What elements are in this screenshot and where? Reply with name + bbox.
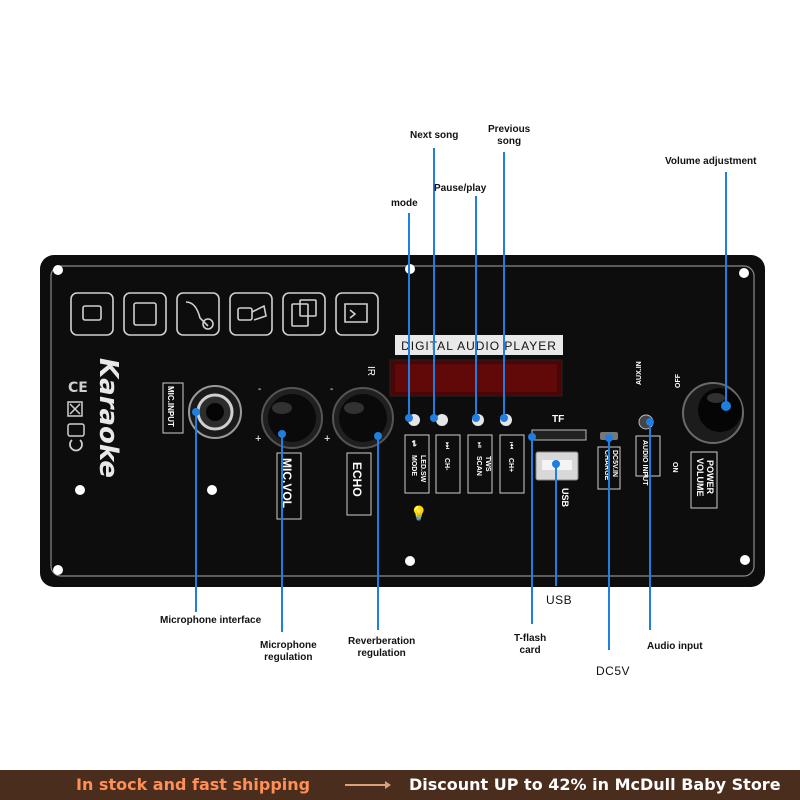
knob-minus-mark: - — [330, 384, 333, 395]
mount-hole — [53, 565, 63, 575]
certification-marks: CE — [67, 380, 88, 452]
t-flash-card-callout-line1: T-flash — [514, 633, 547, 644]
battery-icon — [70, 292, 114, 336]
volume-power-knob[interactable] — [682, 382, 744, 444]
usb-callout: USB — [546, 593, 573, 607]
audio-input-panel-label: AUDIO INPUT — [641, 440, 648, 486]
pause-play-callout: Pause/play — [434, 183, 487, 194]
lightbulb-icon: 💡 — [410, 505, 427, 522]
t-flash-card-callout: T-flash card — [514, 633, 546, 657]
dc5v-callout: DC5V — [596, 664, 631, 678]
reverberation-regulation-callout-line1: Reverberation — [348, 636, 416, 647]
on-label: ON — [671, 462, 678, 473]
t-flash-card-callout-line2: card — [519, 645, 541, 656]
echo-label: ECHO — [350, 462, 364, 497]
charge-label: CHARGE — [603, 450, 610, 481]
microphone-regulation-callout-line1: Microphone — [260, 640, 317, 651]
next-icon: ⏮ — [507, 442, 516, 449]
mic-vol-knob[interactable] — [261, 387, 323, 449]
mic-vol-label: MIC.VOL — [280, 458, 294, 508]
volume-power-box — [690, 451, 718, 509]
power-label: POWER — [705, 460, 715, 495]
knob-minus-mark: - — [258, 384, 261, 395]
off-label: OFF — [675, 373, 682, 388]
ch-minus-button[interactable] — [436, 414, 448, 426]
callout-pointers — [192, 148, 731, 650]
tws-label: TWS — [484, 456, 491, 472]
audio-board-panel — [40, 255, 765, 587]
tws-icon — [335, 292, 379, 336]
display-title: DIGITAL AUDIO PLAYER — [401, 339, 557, 353]
mount-hole — [53, 265, 63, 275]
display-title-plate — [395, 335, 563, 355]
reverberation-regulation-callout: Reverberation regulation — [348, 636, 415, 660]
knob-plus-mark: + — [324, 433, 330, 445]
karaoke-logo: Karaoke — [93, 358, 123, 478]
volume-label: VOLUME — [695, 458, 705, 497]
mic-input-box — [162, 382, 184, 434]
microphone-regulation-callout: Microphone regulation — [260, 640, 317, 664]
promo-banner: In stock and fast shipping Discount UP t… — [0, 770, 800, 800]
mount-hole — [405, 556, 415, 566]
mode-button-icon: ⇌ — [410, 440, 419, 447]
feature-icons-row — [70, 292, 379, 336]
play-pause-icon: ⏯ — [475, 442, 484, 448]
ch-plus-label: CH+ — [507, 458, 514, 472]
mic-vol-box — [276, 452, 302, 520]
mount-hole — [207, 485, 217, 495]
mic-input-label: MIC.INPUT — [166, 386, 175, 427]
ir-label: IR — [365, 366, 376, 376]
scan-label: SCAN — [475, 456, 482, 476]
microphone-regulation-callout-line2: regulation — [264, 652, 313, 663]
microphone-interface-callout: Microphone interface — [160, 615, 262, 626]
previous-song-callout: Previous song — [488, 124, 530, 148]
led-sw-label: LED.SW — [419, 455, 426, 483]
previous-song-callout-line2: song — [497, 136, 522, 147]
next-song-callout: Next song — [410, 130, 459, 141]
usb-icon — [229, 292, 273, 336]
arrow-right-icon — [345, 781, 391, 789]
dc5v-in-label: DC5V.IN — [611, 450, 618, 477]
tf-label: TF — [552, 414, 564, 425]
volume-adjustment-callout: Volume adjustment — [665, 156, 757, 167]
mount-hole — [739, 268, 749, 278]
echo-box — [346, 452, 372, 516]
previous-song-callout-line1: Previous — [488, 124, 531, 135]
microphone-icon — [176, 292, 220, 336]
mode-callout: mode — [391, 198, 418, 209]
audio-input-box — [635, 435, 661, 477]
mount-hole — [740, 555, 750, 565]
tf-card-slot[interactable] — [531, 429, 587, 441]
audio-input-callout: Audio input — [647, 641, 703, 652]
usb-panel-label: USB — [560, 488, 570, 508]
svg-text:CE: CE — [68, 380, 88, 396]
shipping-text: In stock and fast shipping — [76, 775, 311, 794]
tf-card-icon — [123, 292, 167, 336]
previous-icon: ⏭ — [443, 442, 452, 449]
mount-hole — [75, 485, 85, 495]
mode-label: MODE — [410, 455, 417, 476]
aux-in-label: AUX.IN — [636, 361, 643, 385]
ch-minus-label: CH- — [443, 458, 450, 471]
echo-knob[interactable] — [332, 387, 394, 449]
discount-text[interactable]: Discount UP to 42% in McDull Baby Store — [409, 775, 781, 794]
knob-plus-mark: + — [255, 433, 261, 445]
bluetooth-icon — [282, 292, 326, 336]
button-labels — [404, 434, 525, 494]
reverberation-regulation-callout-line2: regulation — [357, 648, 406, 659]
